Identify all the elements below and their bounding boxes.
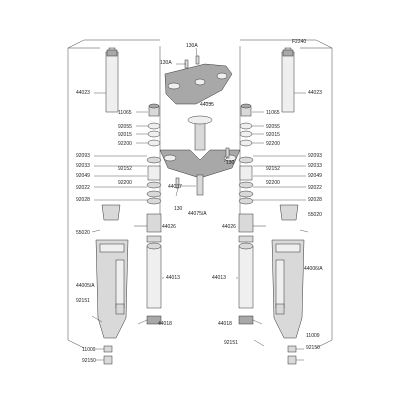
label-44018-right: 44018 xyxy=(218,321,232,327)
label-92200-lower-right: 92200 xyxy=(266,180,280,186)
label-92055-right: 92055 xyxy=(266,124,280,130)
label-11009-right: 11009 xyxy=(306,333,320,339)
label-92015-right: 92015 xyxy=(266,132,280,138)
label-44023-left: 44023 xyxy=(76,90,90,96)
label-44013-right: 44013 xyxy=(212,275,226,281)
label-92015-left: 92015 xyxy=(118,132,132,138)
label-92152-right: 92152 xyxy=(266,166,280,172)
reference-code: F2240 xyxy=(292,39,306,45)
label-44005a-left: 44005/A xyxy=(76,283,95,289)
label-11065-right: 11065 xyxy=(266,110,280,116)
label-55020-left: 55020 xyxy=(76,230,90,236)
label-92022-left: 92022 xyxy=(76,185,90,191)
label-92200-upper-left: 92200 xyxy=(118,141,132,147)
label-55020-right: 55020 xyxy=(308,212,322,218)
label-92049-left: 92049 xyxy=(76,173,90,179)
label-92150-left: 92150 xyxy=(82,358,96,364)
label-44023-right: 44023 xyxy=(308,90,322,96)
label-130a-top: 130A xyxy=(186,43,198,49)
label-92200-upper-right: 92200 xyxy=(266,141,280,147)
label-92152-left: 92152 xyxy=(118,166,132,172)
label-92093-left: 92093 xyxy=(76,153,90,159)
label-44013-left: 44013 xyxy=(166,275,180,281)
label-44026-left: 44026 xyxy=(162,224,176,230)
part-labels: F2240 130A 130A 44035 44023 44023 11065 … xyxy=(76,39,323,364)
label-44035: 44035 xyxy=(200,102,214,108)
label-92151-right: 92151 xyxy=(224,340,238,346)
label-44026-right: 44026 xyxy=(222,224,236,230)
label-92033-left: 92033 xyxy=(76,163,90,169)
label-44037: 44037 xyxy=(168,184,182,190)
label-92055-left: 92055 xyxy=(118,124,132,130)
leader-lines xyxy=(91,47,309,361)
label-130a-left: 130A xyxy=(160,60,172,66)
label-92022-right: 92022 xyxy=(308,185,322,191)
label-92093-right: 92093 xyxy=(308,153,322,159)
right-fork-parts xyxy=(238,47,305,365)
label-130-mid: 130 xyxy=(226,160,235,166)
label-92151-left: 92151 xyxy=(76,298,90,304)
upper-triple-clamp xyxy=(164,55,233,105)
label-92033-right: 92033 xyxy=(308,163,322,169)
label-44075a: 44075/A xyxy=(188,211,207,217)
label-11065-left: 11065 xyxy=(118,110,132,116)
label-92049-right: 92049 xyxy=(308,173,322,179)
label-11009-left: 11009 xyxy=(82,347,96,353)
label-44006a-right: 44006/A xyxy=(304,266,323,272)
label-92028-right: 92028 xyxy=(308,197,322,203)
label-92200-lower-left: 92200 xyxy=(118,180,132,186)
label-130-bottom: 130 xyxy=(174,206,183,212)
stem-assembly xyxy=(159,115,241,196)
label-92028-left: 92028 xyxy=(76,197,90,203)
label-44018-left: 44018 xyxy=(158,321,172,327)
label-92150-right: 92150 xyxy=(306,345,320,351)
left-fork-parts xyxy=(91,47,162,365)
